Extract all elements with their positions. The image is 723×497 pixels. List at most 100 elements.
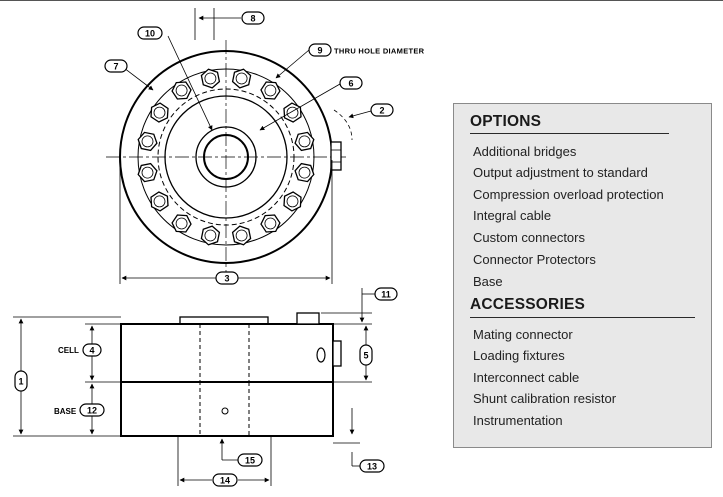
base-mount-hole xyxy=(221,407,229,415)
bolt-hole xyxy=(298,135,311,148)
bolt-hole xyxy=(141,135,154,148)
callout-6-text: 6 xyxy=(348,79,353,89)
options-item: Connector Protectors xyxy=(473,252,596,268)
base-label: BASE xyxy=(54,407,77,416)
callout-6: 6 xyxy=(339,76,363,90)
callout-5-text: 5 xyxy=(363,351,368,361)
options-item: Additional bridges xyxy=(473,144,577,159)
callout-14: 14 xyxy=(212,473,238,487)
bolt-head xyxy=(283,191,302,212)
connector-top-view xyxy=(330,141,342,171)
cell-label: CELL xyxy=(58,346,79,355)
bolt-holes xyxy=(137,68,315,246)
accessories-item: Interconnect cable xyxy=(473,369,580,385)
side-connector xyxy=(332,340,342,367)
callout-3-text: 3 xyxy=(224,274,229,284)
bolt-head xyxy=(150,102,169,123)
callout-8-text: 8 xyxy=(250,14,255,24)
bolt-head xyxy=(137,162,158,183)
bolt-hole xyxy=(153,106,166,119)
callout-2-text: 2 xyxy=(379,106,384,116)
bolt-head xyxy=(260,81,281,100)
load-cell-drawing: 10 8 7 9 THRU HOLE DIAMETER 6 2 3 11 1 C… xyxy=(13,8,425,487)
callout-13-text: 13 xyxy=(367,462,377,472)
callout-12-text: 12 xyxy=(87,406,97,416)
bolt-head xyxy=(231,225,252,246)
bolt-head xyxy=(150,191,169,212)
top-fitting xyxy=(296,312,320,325)
callout-7-text: 7 xyxy=(113,62,118,72)
cell-body xyxy=(120,323,334,383)
callout-11-text: 11 xyxy=(381,290,391,300)
bolt-hole xyxy=(175,217,188,230)
bolt-head xyxy=(200,225,221,246)
options-accessories-panel: OPTIONS Additional bridges Output adjust… xyxy=(453,103,712,448)
callout-15: 15 xyxy=(237,453,263,467)
bolt-hole xyxy=(286,106,299,119)
callout-1-text: 1 xyxy=(18,377,23,387)
callout-3: 3 xyxy=(215,271,239,285)
options-heading-rule xyxy=(470,133,669,134)
bolt-head xyxy=(200,68,221,89)
accessories-heading-rule xyxy=(470,317,695,318)
thru-hole-diameter-label: THRU HOLE DIAMETER xyxy=(334,47,425,56)
bolt-head xyxy=(260,214,281,233)
options-item: Compression overload protection xyxy=(473,186,664,202)
bolt-hole xyxy=(204,72,217,85)
bolt-hole xyxy=(264,84,277,97)
load-button xyxy=(179,316,269,325)
bolt-hole xyxy=(235,229,248,242)
bolt-hole xyxy=(286,195,299,208)
callout-11: 11 xyxy=(374,287,398,301)
options-item: Output adjustment to standard xyxy=(473,165,648,181)
top-border-line xyxy=(0,0,723,1)
options-list: Additional bridges Output adjustment to … xyxy=(473,141,664,293)
bolt-hole xyxy=(204,229,217,242)
dimension-8 xyxy=(194,8,241,40)
callout-9: 9 xyxy=(308,43,332,57)
callout-10: 10 xyxy=(137,26,163,40)
accessories-heading: ACCESSORIES xyxy=(470,296,586,313)
callout-2: 2 xyxy=(370,103,394,117)
callout-14-text: 14 xyxy=(220,476,230,486)
callout-10-text: 10 xyxy=(145,29,155,39)
side-view xyxy=(120,312,342,437)
bolt-head xyxy=(294,131,315,152)
bolt-hole xyxy=(141,166,154,179)
bolt-head xyxy=(171,81,192,100)
callout-1: 1 xyxy=(14,370,28,392)
callout-7: 7 xyxy=(104,59,128,73)
bolt-head xyxy=(171,214,192,233)
callout-15-text: 15 xyxy=(245,456,255,466)
callout-5: 5 xyxy=(359,344,373,366)
callout-8: 8 xyxy=(241,11,265,25)
accessories-item: Instrumentation xyxy=(473,412,563,428)
callout-4: 4 xyxy=(82,343,102,357)
bolt-head xyxy=(231,68,252,89)
callout-4-text: 4 xyxy=(89,346,94,356)
bolt-hole xyxy=(235,72,248,85)
hidden-bore-base xyxy=(199,381,250,437)
callout-9-text: 9 xyxy=(317,46,322,56)
accessories-item: Loading fixtures xyxy=(473,348,565,364)
hidden-bore-cell xyxy=(199,323,250,383)
options-item: Base xyxy=(473,274,503,290)
bolt-hole xyxy=(175,84,188,97)
bolt-head xyxy=(283,102,302,123)
bolt-hole xyxy=(153,195,166,208)
accessories-list: Mating connector Loading fixtures Interc… xyxy=(473,324,616,431)
accessories-item: Mating connector xyxy=(473,327,573,342)
bolt-hole xyxy=(264,217,277,230)
accessories-item: Shunt calibration resistor xyxy=(473,391,617,407)
options-item: Custom connectors xyxy=(473,229,585,245)
callout-13: 13 xyxy=(359,459,385,473)
callout-12: 12 xyxy=(79,403,105,417)
leaders-top xyxy=(123,35,372,141)
options-heading: OPTIONS xyxy=(470,113,542,130)
top-view xyxy=(106,40,346,276)
bolt-head xyxy=(137,131,158,152)
bolt-head xyxy=(294,162,315,183)
connector-port xyxy=(316,347,326,363)
bolt-hole xyxy=(298,166,311,179)
options-item: Integral cable xyxy=(473,208,552,224)
